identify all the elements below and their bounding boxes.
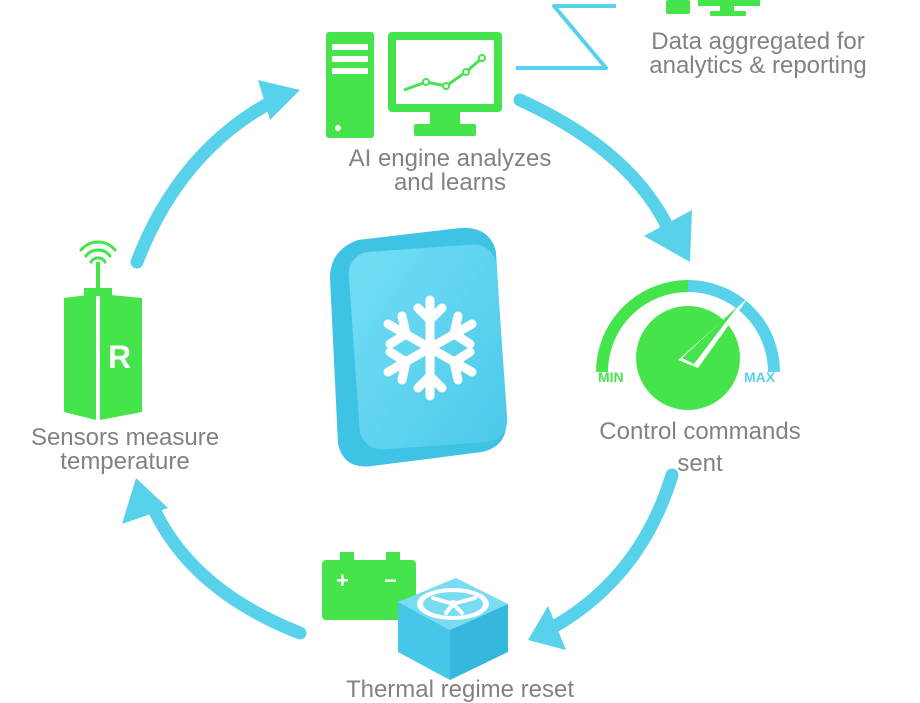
- gauge-max-label: MAX: [744, 369, 776, 385]
- label-reporting-line1: Data aggregated for: [651, 28, 865, 55]
- arrowhead-ai: [258, 80, 300, 120]
- label-ai-engine-line1: AI engine analyzes: [348, 145, 552, 172]
- arrow-ai-to-control: [513, 93, 675, 235]
- computer-tower-icon: [326, 32, 374, 138]
- arrow-sensors-to-ai: [130, 93, 282, 269]
- label-ai-engine: AI engine analyzes and learns: [334, 147, 566, 195]
- wifi-signal-icon: [79, 240, 117, 264]
- label-sensors-line1: Sensors measure: [30, 424, 220, 451]
- battery-minus: −: [384, 568, 397, 593]
- label-reporting-line2: analytics & reporting: [649, 52, 867, 79]
- arrowhead-thermal: [528, 606, 566, 650]
- reporting-monitor-icon: [698, 0, 760, 16]
- snowflake-glyph: [383, 295, 477, 401]
- cycle-arrows: [130, 93, 679, 640]
- label-reporting: Data aggregated for analytics & reportin…: [628, 30, 888, 78]
- arrow-control-to-thermal: [541, 468, 679, 637]
- label-thermal-line1: Thermal regime reset: [345, 676, 575, 703]
- label-thermal: Thermal regime reset: [300, 678, 620, 702]
- snowflake-tile-icon: [330, 227, 508, 467]
- fan-unit-icon: [398, 578, 508, 680]
- data-link-line: [516, 4, 616, 70]
- label-control-line1: Control commands: [599, 418, 801, 445]
- label-ai-engine-line2: and learns: [393, 169, 507, 196]
- gauge-icon: MIN MAX: [596, 280, 780, 410]
- arrow-heads: [122, 80, 692, 650]
- battery-icon: + −: [322, 552, 416, 620]
- sensor-letter: R: [108, 339, 131, 375]
- label-control: Control commands sent: [580, 416, 820, 480]
- reporting-tower-icon: [666, 0, 690, 14]
- label-sensors: Sensors measure temperature: [10, 426, 240, 474]
- battery-plus: +: [336, 568, 349, 593]
- label-sensors-line2: temperature: [60, 448, 190, 475]
- label-control-line2: sent: [677, 450, 723, 477]
- arrowhead-sensors: [122, 478, 168, 524]
- arrowhead-control: [644, 210, 692, 262]
- monitor-chart-icon: [388, 32, 502, 136]
- arrow-thermal-to-sensors: [145, 498, 307, 640]
- gauge-min-label: MIN: [598, 369, 624, 385]
- reporting-devices: [666, 0, 760, 16]
- sensor-tower-icon: R: [64, 240, 142, 420]
